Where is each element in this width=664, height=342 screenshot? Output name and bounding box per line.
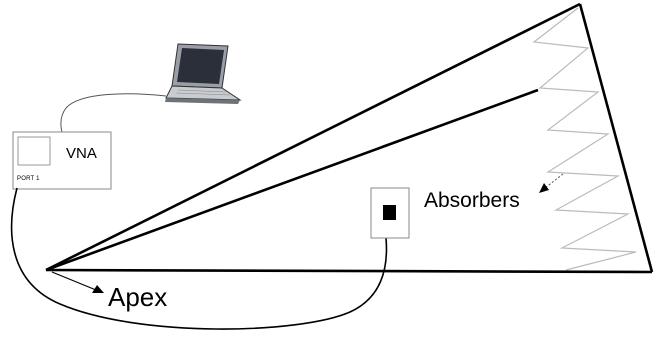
- port-label: PORT 1: [17, 176, 40, 182]
- vna-instrument-box: [12, 131, 112, 190]
- probe-cable: [10, 187, 388, 330]
- vna-label: VNA: [66, 145, 97, 162]
- apex-arrow: [51, 271, 104, 293]
- apex-label: Apex: [108, 282, 168, 312]
- absorber-sawtooth: [532, 7, 637, 271]
- probe-antenna: [370, 187, 410, 239]
- absorbers-arrow: [539, 173, 564, 193]
- inner-line: [45, 88, 539, 272]
- chamber-outline: [45, 2, 654, 274]
- absorbers-label: Absorbers: [424, 189, 520, 212]
- laptop-cable: [60, 93, 167, 133]
- laptop-icon: [165, 43, 242, 104]
